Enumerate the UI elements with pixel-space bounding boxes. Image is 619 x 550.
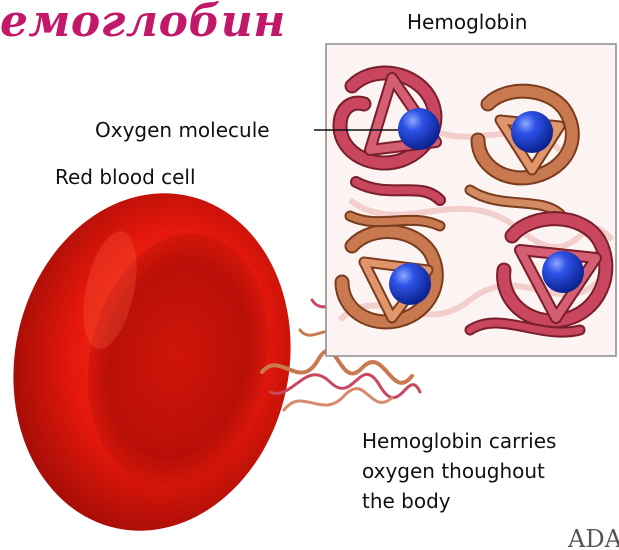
oxygen-sphere-bottom-right [542, 251, 584, 293]
hemoglobin-label: Hemoglobin [407, 10, 527, 34]
caption-line-2: oxygen thoughout [362, 456, 556, 486]
hemoglobin-box [326, 44, 616, 356]
oxygen-sphere-top-left [398, 108, 440, 150]
caption: Hemoglobin carries oxygen thoughout the … [362, 426, 556, 516]
oxygen-sphere-bottom-left [389, 263, 431, 305]
red-blood-cell-label: Red blood cell [55, 165, 196, 189]
caption-line-1: Hemoglobin carries [362, 426, 556, 456]
adam-logo: ADA [568, 525, 619, 550]
page-title: емоглобин [0, 0, 286, 44]
red-blood-cell [0, 167, 321, 550]
oxygen-molecule-label: Oxygen molecule [95, 118, 270, 142]
oxygen-sphere-top-right [511, 111, 553, 153]
caption-line-3: the body [362, 486, 556, 516]
